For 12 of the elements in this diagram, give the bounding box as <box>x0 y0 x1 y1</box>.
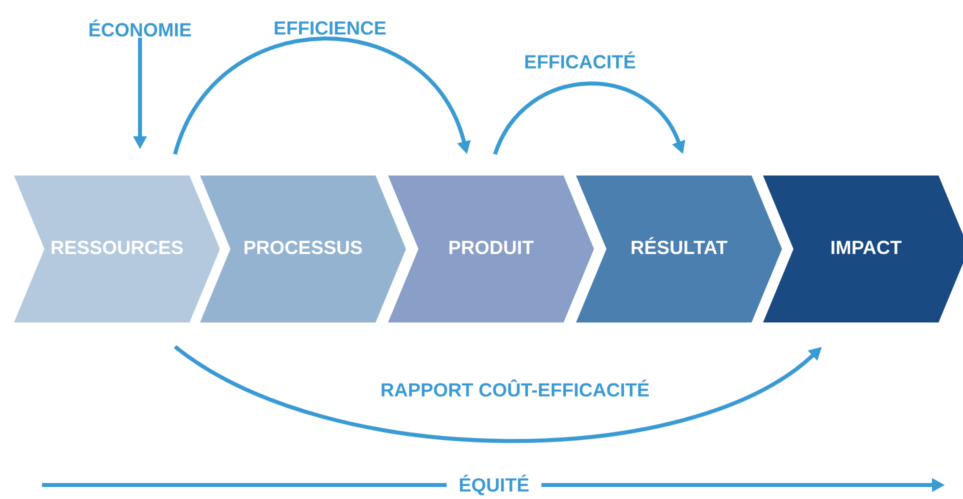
heading-text: ÉCONOMIE <box>90 20 191 37</box>
process-step: RESSOURCES <box>14 176 220 322</box>
arrow <box>493 82 686 156</box>
arrow <box>173 36 471 156</box>
edge-label: EFFICACITÉ <box>525 52 636 69</box>
edge-label: EFFICIENCE <box>274 21 386 35</box>
process-step: PROCESSUS <box>200 176 406 322</box>
process-step: RÉSULTAT <box>576 176 782 322</box>
axis-label: ÉQUITÉ <box>446 474 542 496</box>
process-step: IMPACT <box>763 176 963 322</box>
process-step: PRODUIT <box>388 176 594 322</box>
edge-label: RAPPORT COÛT-EFFICACITÉ <box>382 379 649 397</box>
